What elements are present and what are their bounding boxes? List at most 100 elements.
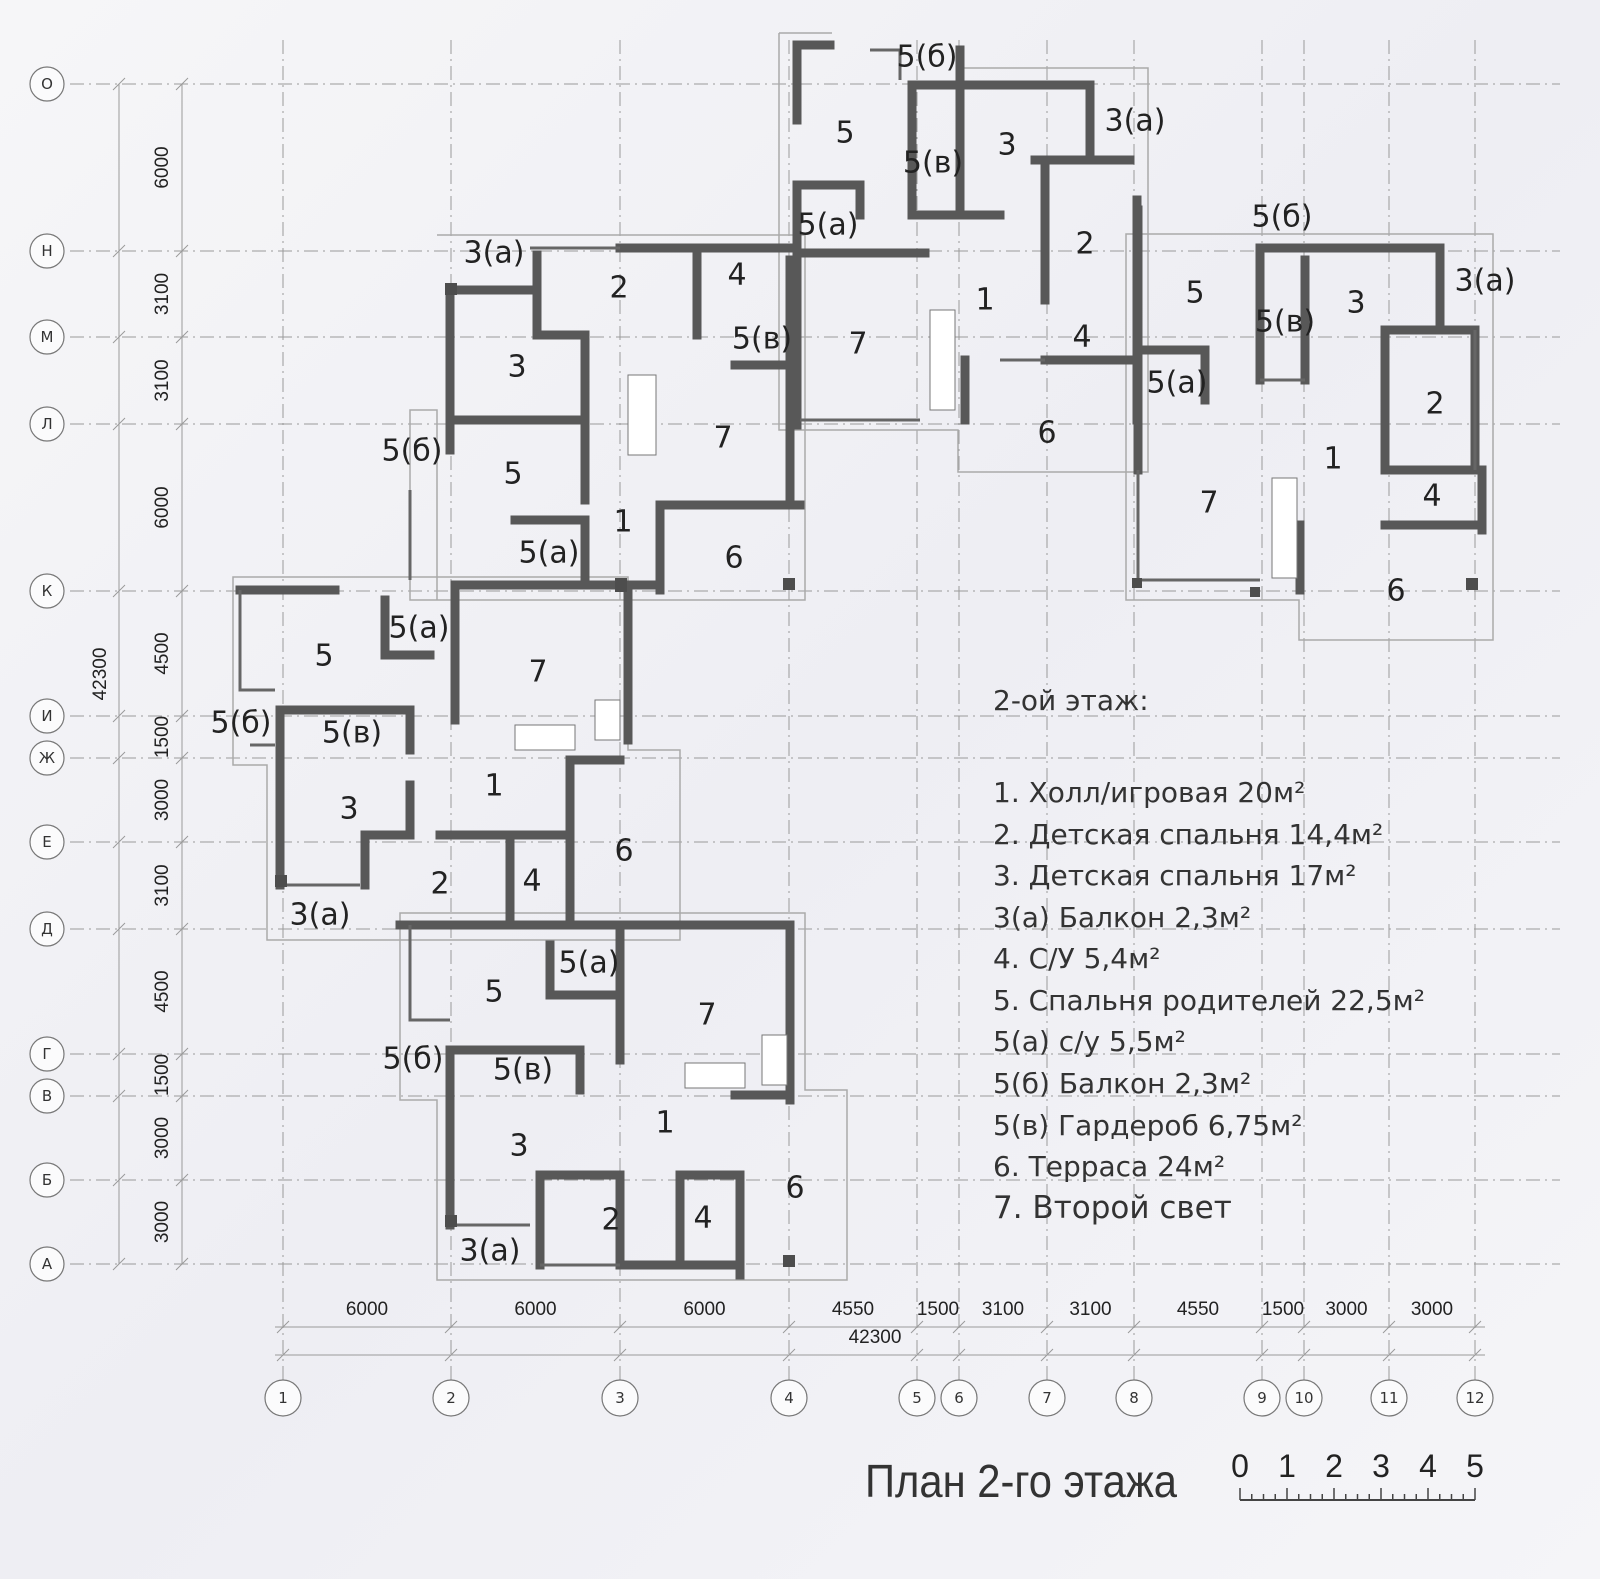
stairs [514, 309, 1298, 1089]
row-axis-bubble [29, 911, 65, 947]
col-axis-label: 7 [1042, 1389, 1052, 1407]
room-label: 5(б) [211, 706, 272, 741]
row-axis-bubble [29, 1246, 65, 1282]
scale-label: 2 [1325, 1448, 1343, 1484]
scale-label: 1 [1278, 1448, 1296, 1484]
col-axis-bubble [1028, 1379, 1066, 1417]
room-label: 1 [613, 505, 632, 540]
row-dimension: 1500 [152, 1054, 173, 1096]
room-label: 5(в) [903, 146, 963, 181]
room-label: 3(а) [1455, 264, 1516, 299]
room-label: 6 [785, 1171, 804, 1206]
room-label: 3(а) [464, 236, 525, 271]
room-label: 6 [614, 834, 633, 869]
room-label: 6 [724, 541, 743, 576]
col-axis-label: 4 [784, 1389, 794, 1407]
row-axis-label: М [41, 328, 54, 346]
room-label: 5(в) [1255, 305, 1315, 340]
room-label: 7 [1199, 486, 1218, 521]
room-label: 5 [484, 975, 503, 1010]
room-label: 5(а) [798, 208, 859, 243]
room-label: 1 [975, 283, 994, 318]
room-label: 5(а) [519, 536, 580, 571]
col-dimension: 1500 [917, 1299, 959, 1320]
row-dimension: 4500 [152, 970, 173, 1012]
col-axis-label: 8 [1129, 1389, 1139, 1407]
row-axis-bubble [29, 233, 65, 269]
room-label: 3 [1346, 286, 1365, 321]
row-dimension: 6000 [152, 146, 173, 188]
room-label: 3(а) [460, 1234, 521, 1269]
room-label: 5 [835, 116, 854, 151]
legend-item: 1. Холл/игровая 20м² [993, 776, 1305, 809]
row-axis-label: В [42, 1087, 52, 1105]
scale-label: 0 [1231, 1448, 1249, 1484]
legend-item: 5(а) с/у 5,5м² [993, 1025, 1186, 1058]
row-axis-label: К [42, 582, 53, 600]
legend-item: 7. Второй свет [993, 1190, 1232, 1226]
scale-label: 5 [1466, 1448, 1484, 1484]
columns [275, 283, 1478, 1267]
room-label: 5(а) [559, 946, 620, 981]
col-axis-label: 2 [446, 1389, 456, 1407]
col-dimension: 3000 [1325, 1299, 1367, 1320]
col-total-dimension: 42300 [849, 1327, 902, 1348]
col-axis-label: 6 [954, 1389, 964, 1407]
room-label: 3 [339, 792, 358, 827]
legend-item: 5. Спальня родителей 22,5м² [993, 984, 1425, 1017]
row-axis-label: А [42, 1255, 53, 1273]
room-label: 5(в) [732, 322, 792, 357]
legend-item: 2. Детская спальня 14,4м² [993, 818, 1383, 851]
legend-item: 3. Детская спальня 17м² [993, 859, 1357, 892]
axis-grid: ОНМЛКИЖЕДГВБА600031003100600045001500300… [29, 40, 1560, 1417]
col-axis-bubble [1370, 1379, 1408, 1417]
col-axis-bubble [264, 1379, 302, 1417]
row-axis-bubble [29, 406, 65, 442]
room-label: 2 [601, 1203, 620, 1238]
col-dimension: 1500 [1262, 1299, 1304, 1320]
row-axis-bubble [29, 1036, 65, 1072]
row-axis-label: Л [41, 415, 52, 433]
walls [235, 40, 1487, 1280]
row-axis-bubble [29, 824, 65, 860]
legend-heading: 2-ой этаж: [993, 684, 1149, 717]
legend-item: 5(в) Гардероб 6,75м² [993, 1109, 1302, 1142]
col-dimension: 3000 [1411, 1299, 1453, 1320]
col-dimension: 6000 [346, 1299, 388, 1320]
row-total-dimension: 42300 [90, 648, 111, 701]
room-label: 4 [727, 258, 746, 293]
row-axis-label: Г [42, 1045, 51, 1063]
col-axis-bubble [770, 1379, 808, 1417]
row-axis-label: Ж [39, 749, 55, 767]
row-axis-label: Е [42, 833, 51, 851]
col-axis-bubble [1456, 1379, 1494, 1417]
scale-label: 4 [1419, 1448, 1437, 1484]
col-axis-bubble [432, 1379, 470, 1417]
row-axis-bubble [29, 66, 65, 102]
row-axis-bubble [29, 740, 65, 776]
room-label: 7 [848, 327, 867, 362]
legend-item: 6. Терраса 24м² [993, 1150, 1225, 1183]
room-label: 1 [484, 769, 503, 804]
plan-title: План 2-го этажа [865, 1455, 1177, 1507]
legend-item: 5(б) Балкон 2,3м² [993, 1067, 1251, 1100]
col-axis-label: 5 [912, 1389, 922, 1407]
col-axis-label: 12 [1465, 1389, 1484, 1407]
row-axis-label: Д [41, 920, 53, 938]
room-label: 7 [697, 998, 716, 1033]
row-dimension: 3100 [152, 273, 173, 315]
room-label: 6 [1386, 574, 1405, 609]
room-label: 5 [314, 639, 333, 674]
room-label: 3 [509, 1129, 528, 1164]
row-axis-bubble [29, 1078, 65, 1114]
col-axis-label: 11 [1379, 1389, 1398, 1407]
col-axis-bubble [1285, 1379, 1323, 1417]
room-label: 1 [655, 1106, 674, 1141]
room-label: 5(в) [493, 1053, 553, 1088]
row-dimension: 3000 [152, 1117, 173, 1159]
room-label: 4 [522, 864, 541, 899]
scale-label: 3 [1372, 1448, 1390, 1484]
room-label: 5(в) [322, 716, 382, 751]
